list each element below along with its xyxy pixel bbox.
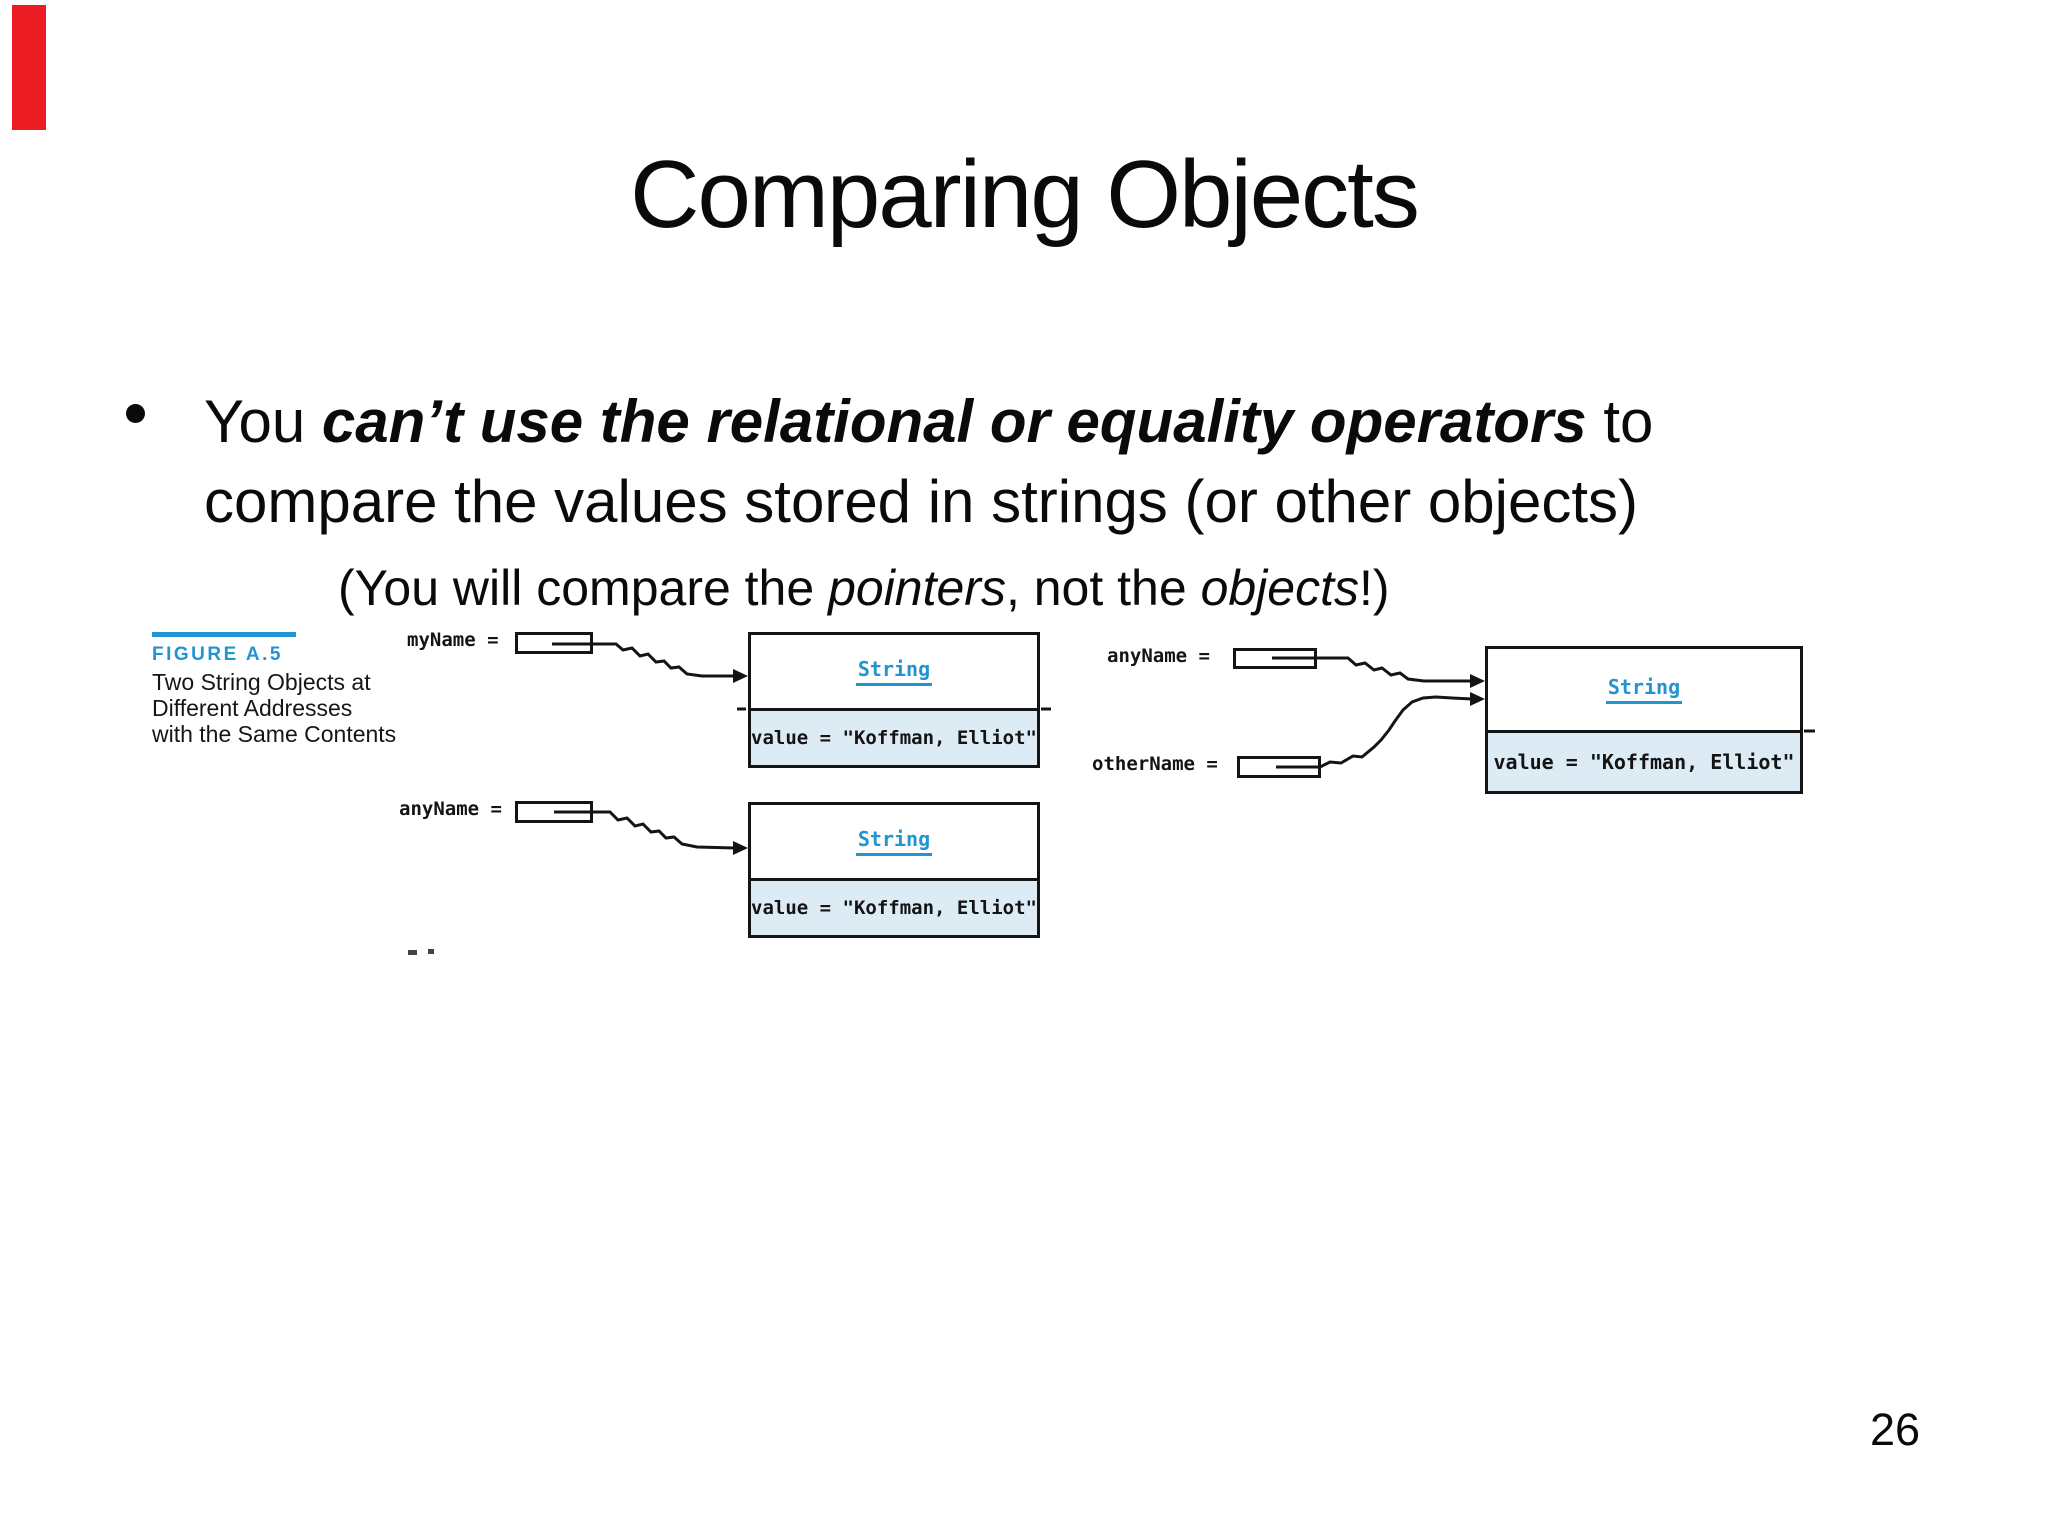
pointer-label-myname: myName =: [407, 629, 499, 651]
figure-label: FIGURE A.5: [152, 644, 283, 665]
string-object-box-2: String value = "Koffman, Elliot": [748, 802, 1040, 938]
string-object-value-row: value = "Koffman, Elliot": [751, 708, 1037, 765]
bullet-suffix: to: [1586, 388, 1654, 455]
pointer-cell-myname: [515, 632, 593, 654]
pointer-label-anyname-right: anyName =: [1107, 645, 1210, 667]
string-object-value-row: value = "Koffman, Elliot": [751, 878, 1037, 935]
string-value-text: value = "Koffman, Elliot": [751, 727, 1037, 749]
bullet-note: (You will compare the pointers, not the …: [338, 557, 1390, 619]
note-italic-pointers: pointers: [828, 560, 1006, 616]
note-italic-objects: objects: [1200, 560, 1359, 616]
bullet-emphasis: can’t use the relational or equality ope…: [321, 388, 1587, 455]
string-object-header: String: [1488, 649, 1800, 730]
bullet-icon: [126, 404, 145, 423]
string-class-name: String: [855, 827, 933, 856]
figure-caption-line: Different Addresses: [152, 695, 353, 721]
pointer-label-anyname-left: anyName =: [399, 798, 502, 820]
string-object-box-3: String value = "Koffman, Elliot": [1485, 646, 1803, 794]
arrowhead-icon: [733, 669, 748, 683]
string-value-text: value = "Koffman, Elliot": [1493, 750, 1795, 774]
stray-mark: [428, 949, 434, 954]
note-close: !): [1359, 560, 1390, 616]
string-object-header: String: [751, 635, 1037, 708]
figure-caption-line: Two String Objects at: [152, 669, 371, 695]
stray-mark: [408, 950, 417, 955]
string-class-name: String: [855, 657, 933, 686]
arrowhead-icon: [733, 841, 748, 855]
page-number: 26: [1870, 1404, 1921, 1455]
slide-title: Comparing Objects: [630, 141, 1420, 248]
pointer-label-othername: otherName =: [1092, 753, 1218, 775]
bullet-text-line1: You can’t use the relational or equality…: [204, 382, 1653, 462]
figure-caption: Two String Objects at Different Addresse…: [152, 669, 396, 747]
pointer-cell-anyname-right: [1233, 648, 1317, 669]
note-middle: , not the: [1005, 560, 1201, 616]
arrowhead-icon: [1470, 692, 1485, 706]
string-object-box-1: String value = "Koffman, Elliot": [748, 632, 1040, 768]
bullet-prefix: You: [204, 388, 322, 455]
figure-caption-line: with the Same Contents: [152, 721, 397, 747]
string-object-value-row: value = "Koffman, Elliot": [1488, 730, 1800, 791]
bullet-text-line2: compare the values stored in strings (or…: [204, 468, 1638, 535]
pointer-cell-anyname-left: [515, 801, 593, 823]
string-class-name: String: [1605, 675, 1683, 704]
string-value-text: value = "Koffman, Elliot": [751, 897, 1037, 919]
pointer-cell-othername: [1237, 756, 1321, 778]
figure-caption-rule: [152, 632, 296, 637]
string-object-header: String: [751, 805, 1037, 878]
red-marker-bar: [12, 5, 46, 130]
note-open: (You will compare the: [338, 560, 829, 616]
arrowhead-icon: [1470, 674, 1485, 688]
